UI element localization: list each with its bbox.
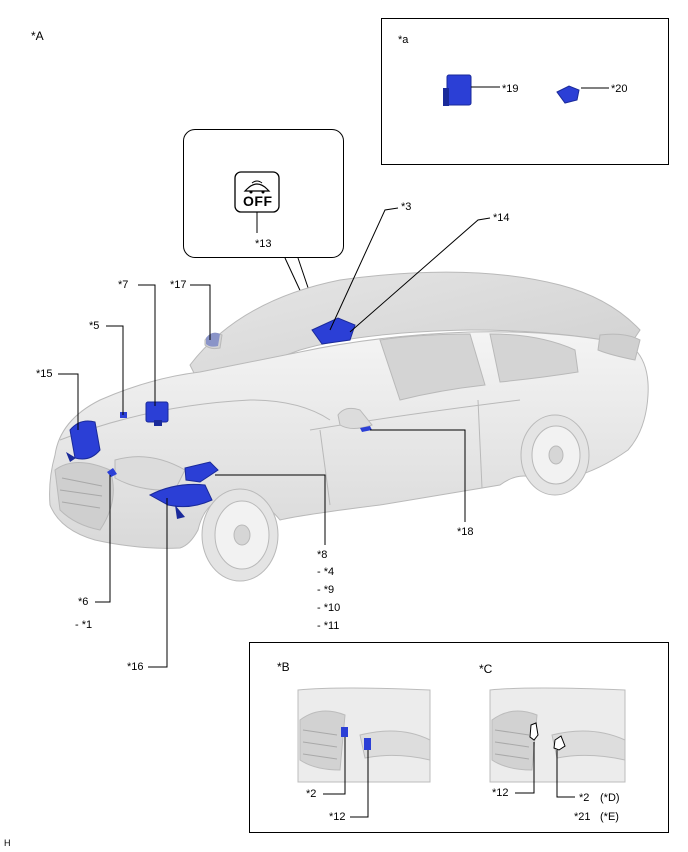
callout-19: *19	[502, 83, 519, 95]
callout-17: *17	[170, 279, 187, 291]
callout-18: *18	[457, 526, 474, 538]
inset-bc-panel	[249, 642, 669, 833]
callout-6: *6	[78, 596, 89, 608]
inset-b-callout-12: *12	[329, 811, 346, 823]
callout-7: *7	[118, 279, 129, 291]
inset-b-part-2	[341, 727, 348, 737]
callout-9: - *9	[317, 584, 335, 596]
inset-b-callout-2: *2	[306, 788, 317, 800]
car-body	[49, 271, 649, 582]
callout-5: *5	[89, 320, 100, 332]
part-6	[107, 468, 117, 477]
sensor-part-20	[556, 85, 580, 104]
inset-b-scene	[297, 687, 431, 783]
inset-c-bracket-icon	[529, 722, 566, 751]
callout-20: *20	[611, 83, 628, 95]
callout-14: *14	[493, 212, 510, 224]
callout-3: *3	[401, 201, 412, 213]
inset-c-callout-2: *2	[579, 792, 590, 804]
part-18	[360, 426, 372, 432]
inset-a-panel	[381, 18, 669, 165]
inset-c-callout-21: *21	[574, 811, 591, 823]
inset-b-part-12	[364, 738, 371, 750]
part-16-assembly	[148, 484, 213, 519]
ecu-part-19	[443, 74, 472, 106]
inset-c-callout-2-note: (*D)	[600, 792, 620, 804]
part-7-ecu	[145, 401, 169, 426]
callout-8: *8	[317, 549, 328, 561]
callout-10: - *10	[317, 602, 341, 614]
part-15-front-radar	[66, 420, 101, 462]
view-label-a: *A	[31, 29, 44, 43]
callout-1: - *1	[75, 619, 93, 631]
inset-a-label: *a	[398, 34, 409, 46]
corner-mark: H	[4, 838, 11, 848]
callout-15: *15	[36, 368, 53, 380]
part-14-console	[311, 317, 356, 345]
off-switch-text: OFF	[243, 193, 273, 209]
callout-16: *16	[127, 661, 144, 673]
callout-4: - *4	[317, 566, 335, 578]
leader-lines	[58, 207, 491, 668]
part-8-headlamp	[184, 461, 219, 483]
part-17-mirror	[206, 332, 220, 347]
inset-c-callout-21-note: (*E)	[600, 811, 619, 823]
inset-c-scene	[489, 687, 626, 783]
inset-c-label: *C	[479, 662, 493, 676]
inset-c-callout-12: *12	[492, 787, 509, 799]
callout-13: *13	[255, 238, 272, 250]
inset-b-label: *B	[277, 660, 290, 674]
callout-11: - *11	[317, 620, 340, 632]
